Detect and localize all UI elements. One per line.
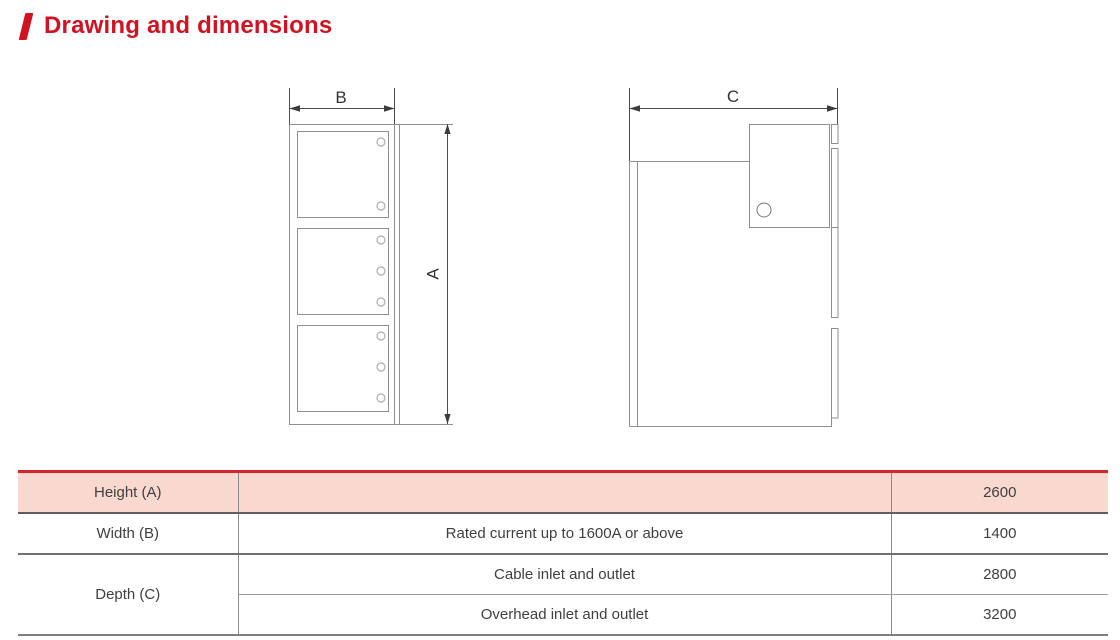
technical-drawings: B A C [289, 87, 839, 427]
cell-height-value: 2600 [890, 471, 1108, 514]
front-view-drawing [289, 124, 453, 425]
cell-width-condition: Rated current up to 1600A or above [237, 513, 891, 555]
cell-depth-cable-value: 2800 [890, 554, 1108, 595]
dimensions-table: Height (A) 2600 Width (B) Rated current … [18, 470, 1108, 636]
cell-depth-overhead-condition: Overhead inlet and outlet [237, 594, 891, 635]
section-header: Drawing and dimensions [18, 12, 333, 40]
cell-depth-cable-condition: Cable inlet and outlet [237, 554, 891, 595]
cell-height-condition [237, 471, 891, 514]
cell-width-value: 1400 [890, 513, 1108, 555]
side-view-drawing [629, 124, 839, 427]
dim-label-height-A: A [424, 268, 443, 280]
table-row-depth-cable: Depth (C) Cable inlet and outlet 2800 [18, 554, 1108, 603]
page-title: Drawing and dimensions [44, 12, 333, 39]
panel-screw-circles [376, 137, 386, 403]
dim-label-depth-C: C [727, 87, 739, 106]
cell-depth-overhead-value: 3200 [890, 594, 1108, 635]
cell-width-param: Width (B) [18, 513, 238, 555]
table-row-height: Height (A) 2600 [18, 471, 1108, 514]
dimension-lines [289, 88, 838, 424]
table-row-depth-overhead: Overhead inlet and outlet 3200 [18, 594, 1108, 635]
table-row-width: Width (B) Rated current up to 1600A or a… [18, 513, 1108, 555]
dimension-arrowheads [289, 105, 838, 424]
cell-height-param: Height (A) [18, 471, 238, 514]
cell-depth-param: Depth (C) [95, 586, 161, 603]
dim-label-width-B: B [335, 88, 346, 107]
